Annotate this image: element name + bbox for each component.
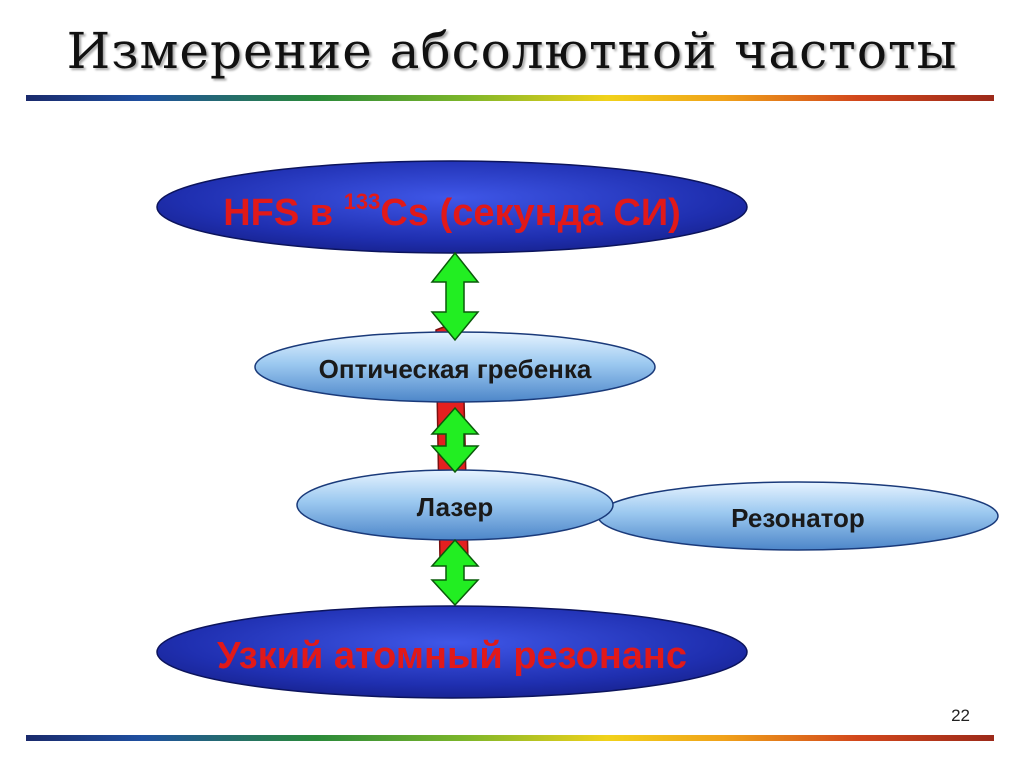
- optical-comb-label: Оптическая гребенка: [319, 354, 592, 384]
- double-arrow-icon: [430, 538, 480, 607]
- laser-label: Лазер: [417, 492, 494, 522]
- optical-comb-node: Оптическая гребенка: [254, 331, 656, 403]
- double-arrow-icon: [430, 406, 480, 474]
- double-arrow-icon: [430, 251, 480, 342]
- title-divider: [26, 95, 994, 101]
- resonator-node: Резонатор: [597, 481, 999, 551]
- slide-title: Измерение абсолютной частоты: [66, 22, 958, 80]
- laser-node: Лазер: [296, 469, 614, 541]
- page-number: 22: [951, 706, 970, 725]
- hfs-cs-label: HFS в 133Cs (секунда СИ): [223, 189, 681, 234]
- atomic-resonance-label: Узкий атомный резонанс: [217, 635, 687, 677]
- hfs-cs-node: HFS в 133Cs (секунда СИ): [156, 160, 748, 254]
- footer-divider: [26, 735, 994, 741]
- resonator-label: Резонатор: [731, 503, 865, 533]
- atomic-resonance-node: Узкий атомный резонанс: [156, 605, 748, 699]
